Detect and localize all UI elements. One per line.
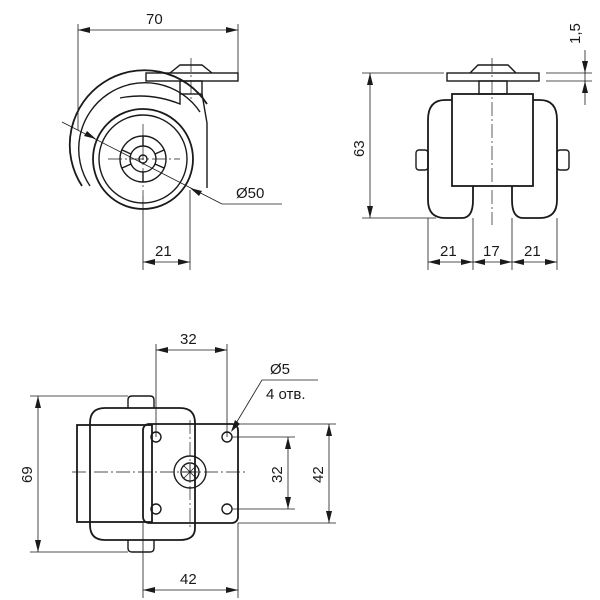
front-dim-63-label: 63	[351, 140, 368, 157]
top-wheel-outline	[89, 407, 196, 541]
top-hole-count-label: 4 отв.	[266, 386, 306, 403]
top-fork-housing	[76, 424, 153, 523]
front-wheel-right	[511, 99, 558, 219]
top-view: 32 Ø5 4 отв. 32 42 69 42	[19, 331, 336, 598]
front-dim-15-label: 1,5	[567, 23, 584, 44]
top-dim-69-label: 69	[19, 466, 36, 483]
side-dia-label: Ø50	[236, 185, 264, 202]
front-housing	[451, 93, 534, 187]
front-stem	[478, 80, 508, 95]
top-dim-42h-label: 42	[180, 571, 197, 588]
top-dim-32v-label: 32	[269, 466, 286, 483]
side-fork	[119, 94, 181, 106]
top-dim-42v-label: 42	[310, 466, 327, 483]
side-dim-70-label: 70	[146, 11, 163, 28]
top-mount-plate	[142, 423, 239, 524]
front-view: 1,5 63 21 17 21	[351, 23, 592, 270]
side-shroud-outer	[68, 69, 208, 187]
top-hole-br	[221, 503, 233, 515]
front-wheel-left	[427, 99, 474, 219]
front-mount-cap	[469, 64, 517, 74]
top-hole-dia-label: Ø5	[270, 361, 290, 378]
side-shroud-inner	[78, 82, 201, 187]
side-view: 70 Ø50 21	[61, 11, 282, 270]
front-mount-plate	[446, 72, 540, 82]
front-axle-cap-right	[556, 149, 570, 171]
top-axle-cap-bottom	[127, 540, 155, 553]
side-dim-21-label: 21	[155, 243, 172, 260]
top-axle-cap-top	[127, 395, 155, 408]
front-dim-21-right-label: 21	[524, 243, 541, 260]
front-dim-17-label: 17	[483, 243, 500, 260]
front-dim-21-left-label: 21	[440, 243, 457, 260]
side-fork-right	[201, 93, 208, 188]
front-axle-cap-left	[415, 149, 429, 171]
side-hub-spokes	[121, 136, 165, 182]
top-dim-32-label: 32	[180, 331, 197, 348]
top-hole-bl	[150, 503, 162, 515]
side-mount-plate	[145, 72, 239, 82]
